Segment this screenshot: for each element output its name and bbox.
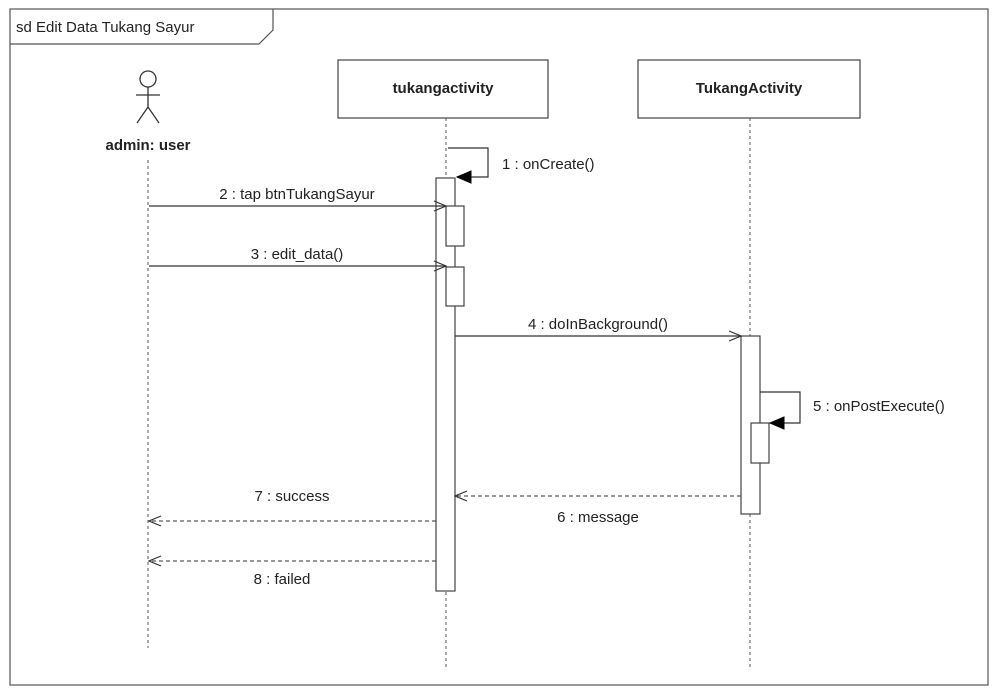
message-1-self-call: 1 : onCreate() — [448, 147, 595, 177]
message-8-return: 8 : failed — [149, 561, 436, 588]
message-label: 8 : failed — [254, 571, 311, 588]
message-6-return: 6 : message — [455, 496, 741, 526]
message-label: 2 : tap btnTukangSayur — [219, 186, 374, 203]
frame-title-tab — [10, 9, 274, 45]
message-label: 6 : message — [557, 509, 639, 526]
frame: sd Edit Data Tukang Sayur — [9, 8, 989, 686]
message-7-return: 7 : success — [149, 488, 436, 521]
lifeline-TukangActivity: TukangActivity — [637, 59, 861, 670]
message-arrow — [448, 147, 489, 177]
message-label: 7 : success — [254, 488, 329, 505]
message-arrow — [760, 391, 801, 423]
message-2: 2 : tap btnTukangSayur — [149, 186, 446, 206]
activation-bars — [435, 177, 770, 592]
message-label: 3 : edit_data() — [251, 246, 344, 263]
message-4: 4 : doInBackground() — [455, 316, 741, 336]
lifeline-name: TukangActivity — [696, 80, 803, 97]
message-label: 5 : onPostExecute() — [813, 398, 945, 415]
frame-border — [9, 8, 989, 686]
message-label: 4 : doInBackground() — [528, 316, 668, 333]
lifeline-head — [337, 59, 549, 119]
activation-TukangActivity-msg5 — [750, 422, 770, 464]
activation-tukangactivity-msg3 — [445, 266, 465, 307]
message-3: 3 : edit_data() — [149, 246, 446, 266]
lifeline-head — [637, 59, 861, 119]
lifeline-name: tukangactivity — [393, 80, 495, 97]
message-label: 1 : onCreate() — [502, 156, 595, 173]
activation-tukangactivity-msg2 — [445, 205, 465, 247]
frame-title: sd Edit Data Tukang Sayur — [16, 19, 194, 36]
message-5-self-call: 5 : onPostExecute() — [760, 391, 945, 423]
actor-name: admin: user — [105, 137, 190, 154]
actor-admin: admin: user — [105, 70, 191, 648]
actor-icon — [136, 70, 160, 124]
